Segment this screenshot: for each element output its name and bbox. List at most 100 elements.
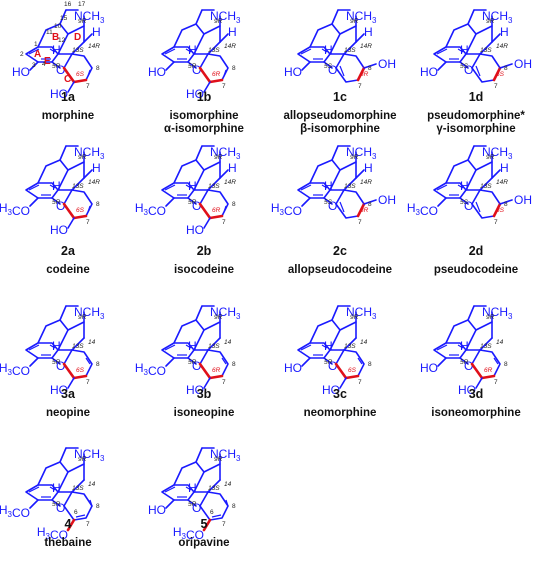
c6-c7-double-bond [475, 65, 481, 77]
stereo-c6: 6R [212, 207, 221, 214]
c6-hydroxyl: HO [50, 383, 68, 397]
ring-label-e: E [44, 56, 51, 67]
h-c5: H [52, 339, 61, 353]
h-c5: H [188, 481, 197, 495]
h-c5: H [188, 43, 197, 57]
stereo-c8: 8S [496, 207, 505, 214]
c14-h-bond [83, 33, 93, 43]
stereo-13s: 13S [208, 47, 220, 54]
c7-number: 7 [222, 521, 226, 528]
compound-name: oripavine [178, 537, 229, 549]
compound-name: pseudomorphine* [427, 110, 525, 122]
c3-o-bond [165, 499, 175, 509]
c5-c13-bond [63, 53, 73, 69]
c7-c8-double-bond [223, 69, 227, 77]
h-c14: H [364, 25, 373, 39]
c3-o-bond [29, 357, 39, 367]
c3-substituent: H3CO [135, 201, 166, 218]
c8-number: 8 [504, 65, 508, 72]
compound-code: 2b [197, 244, 212, 258]
aromatic-double-bond [436, 184, 448, 191]
c8-number: 8 [232, 201, 236, 208]
stereo-9r: 9R [214, 456, 223, 463]
compound-code: 2d [469, 244, 484, 258]
stereo-c6: 6R [212, 367, 221, 374]
h-c14: H [228, 161, 237, 175]
stereo-c5: 5R [52, 63, 61, 70]
n-methyl-group: NCH3 [482, 9, 513, 25]
highlight-bond [72, 78, 88, 84]
c3-o-bond [437, 61, 447, 71]
stereo-13s: 13S [208, 485, 220, 492]
c8-number: 8 [368, 65, 372, 72]
c6-hydroxyl: HO [186, 223, 204, 237]
stereo-13s: 13S [208, 343, 220, 350]
ring-label-a: A [34, 49, 41, 60]
compound-code: 2a [61, 244, 76, 258]
compound-name: α-isomorphine [164, 123, 244, 135]
stereo-13s: 13S [480, 47, 492, 54]
bridge-oxygen: O [328, 359, 337, 373]
h-c5: H [460, 179, 469, 193]
c13-c14-bond [343, 337, 357, 351]
highlight-bond [492, 202, 502, 218]
h-c5: H [52, 481, 61, 495]
compound-code: 5 [201, 517, 208, 531]
c6-hydroxyl: HO [186, 383, 204, 397]
c8-hydroxyl: OH [378, 193, 396, 207]
c13-c14-bond [207, 479, 221, 493]
c8-number: 8 [96, 65, 100, 72]
h-c5: H [324, 339, 333, 353]
stereo-c5: 5S [460, 199, 469, 206]
aromatic-double-bond [49, 184, 56, 189]
aromatic-double-bond [28, 48, 40, 55]
stereo-9r: 9R [78, 154, 87, 161]
c3-substituent: HO [284, 361, 302, 375]
n-methyl-group: NCH3 [210, 9, 241, 25]
h-c5: H [52, 43, 61, 57]
c5-c13-bond [335, 349, 345, 365]
c5-c13-bond [335, 189, 345, 205]
c7-c8-double-bond [87, 205, 91, 213]
ether-bond [51, 61, 61, 69]
c8-c14-double-bond [225, 499, 229, 507]
ring-c [63, 491, 93, 521]
stereo-14r: 14R [224, 179, 236, 186]
compound-name: pseudocodeine [434, 264, 518, 276]
h-c5: H [324, 43, 333, 57]
ether-bond [187, 499, 197, 507]
h-c5: H [460, 43, 469, 57]
c6-o-bond [203, 377, 211, 389]
stereo-9r: 9R [214, 154, 223, 161]
stereo-9r: 9R [350, 18, 359, 25]
highlight-bond [334, 362, 348, 380]
highlight-bond [356, 202, 366, 218]
compound-name: β-isomorphine [300, 123, 380, 135]
stereo-13s: 13S [480, 183, 492, 190]
c8-o-bond [363, 199, 377, 205]
compound-name: γ-isomorphine [436, 123, 515, 135]
c6-number: 6 [74, 509, 78, 516]
c6-o-bond [475, 377, 483, 389]
c5-c13-bond [471, 349, 481, 365]
stereo-9r: 9R [78, 18, 87, 25]
c14-number: 14 [88, 481, 96, 488]
captions-layer: 1amorphine1bisomorphineα-isomorphine1cal… [42, 90, 526, 549]
h-c5: H [324, 179, 333, 193]
atom-number-4: 4 [42, 61, 46, 68]
c7-c8-double-bond [223, 205, 227, 213]
c6-o-bond [66, 518, 76, 532]
c3-o-bond [301, 197, 311, 207]
c13-c14-bond [207, 177, 221, 191]
c14-h-bond [491, 169, 501, 179]
c3-o-bond [29, 197, 39, 207]
